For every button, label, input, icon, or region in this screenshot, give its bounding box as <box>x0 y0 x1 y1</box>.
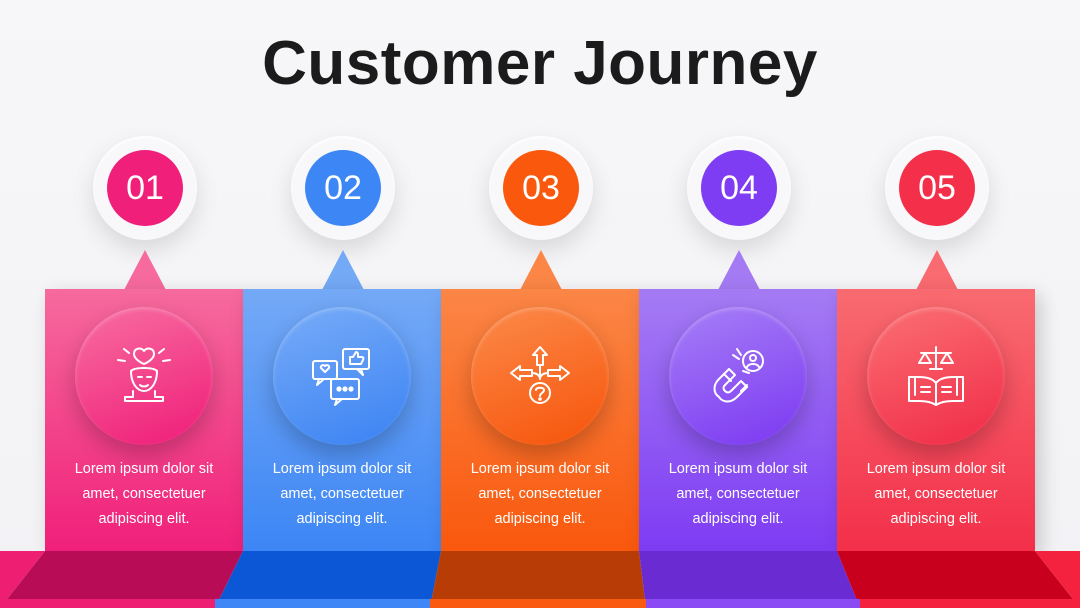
step-description: Lorem ipsum dolor sit amet, consectetuer… <box>441 457 639 532</box>
step-pointer <box>520 250 562 290</box>
step-card: Lorem ipsum dolor sit amet, consectetuer… <box>639 289 837 551</box>
floor-edge-right <box>1035 551 1080 608</box>
step-number-badge: 03 <box>489 136 593 240</box>
step-description-line: Lorem ipsum dolor sit <box>470 461 610 477</box>
chat-feedback-icon <box>273 307 411 445</box>
step-number: 03 <box>503 150 579 226</box>
step-description-line: adipiscing elit. <box>692 511 784 527</box>
step-description-line: Lorem ipsum dolor sit <box>866 461 1006 477</box>
floor-segment-5 <box>837 551 1080 608</box>
thinking-head-icon <box>75 307 213 445</box>
step-description-line: amet, consectetuer <box>280 486 404 502</box>
step-description-line: amet, consectetuer <box>676 486 800 502</box>
step-description-line: amet, consectetuer <box>874 486 998 502</box>
floor-edge-left <box>0 551 45 608</box>
step-pointer <box>124 250 166 290</box>
direction-choice-icon <box>471 307 609 445</box>
step-number-badge: 04 <box>687 136 791 240</box>
journey-floor <box>0 551 1080 608</box>
step-pointer <box>916 250 958 290</box>
step-card: Lorem ipsum dolor sit amet, consectetuer… <box>441 289 639 551</box>
floor-segment-3 <box>430 551 646 608</box>
step-description-line: amet, consectetuer <box>82 486 206 502</box>
step-description: Lorem ipsum dolor sit amet, consectetuer… <box>243 457 441 532</box>
step-description: Lorem ipsum dolor sit amet, consectetuer… <box>837 457 1035 532</box>
step-description-line: Lorem ipsum dolor sit <box>668 461 808 477</box>
floor-segment-1 <box>0 551 243 608</box>
law-book-icon <box>867 307 1005 445</box>
step-number-badge: 02 <box>291 136 395 240</box>
floor-segment-4 <box>639 551 860 608</box>
step-description-line: Lorem ipsum dolor sit <box>272 461 412 477</box>
step-number-badge: 05 <box>885 136 989 240</box>
step-pointer <box>718 250 760 290</box>
journey-step-3: 03 Lorem ipsum dolor sit amet, consectet… <box>441 0 639 608</box>
step-description-line: adipiscing elit. <box>98 511 190 527</box>
step-description-line: adipiscing elit. <box>296 511 388 527</box>
step-description-line: adipiscing elit. <box>890 511 982 527</box>
step-description: Lorem ipsum dolor sit amet, consectetuer… <box>45 457 243 532</box>
step-number-badge: 01 <box>93 136 197 240</box>
page-title: Customer Journey <box>262 29 818 98</box>
magnet-user-icon <box>669 307 807 445</box>
step-card: Lorem ipsum dolor sit amet, consectetuer… <box>837 289 1035 551</box>
step-card: Lorem ipsum dolor sit amet, consectetuer… <box>243 289 441 551</box>
step-pointer <box>322 250 364 290</box>
step-number: 02 <box>305 150 381 226</box>
step-description-line: Lorem ipsum dolor sit <box>74 461 214 477</box>
journey-step-4: 04 Lorem ipsum dolor sit amet, consectet… <box>639 0 837 608</box>
step-description-line: amet, consectetuer <box>478 486 602 502</box>
step-description-line: adipiscing elit. <box>494 511 586 527</box>
step-description: Lorem ipsum dolor sit amet, consectetuer… <box>639 457 837 532</box>
journey-step-5: 05 Lorem ipsum dolor sit amet, consectet… <box>837 0 1035 608</box>
step-number: 04 <box>701 150 777 226</box>
journey-step-2: 02 Lorem ipsum dolor sit amet, consectet… <box>243 0 441 608</box>
step-number: 01 <box>107 150 183 226</box>
step-number: 05 <box>899 150 975 226</box>
journey-step-1: 01 Lorem ipsum dolor sit amet, consectet… <box>45 0 243 608</box>
floor-segment-2 <box>215 551 441 608</box>
step-card: Lorem ipsum dolor sit amet, consectetuer… <box>45 289 243 551</box>
